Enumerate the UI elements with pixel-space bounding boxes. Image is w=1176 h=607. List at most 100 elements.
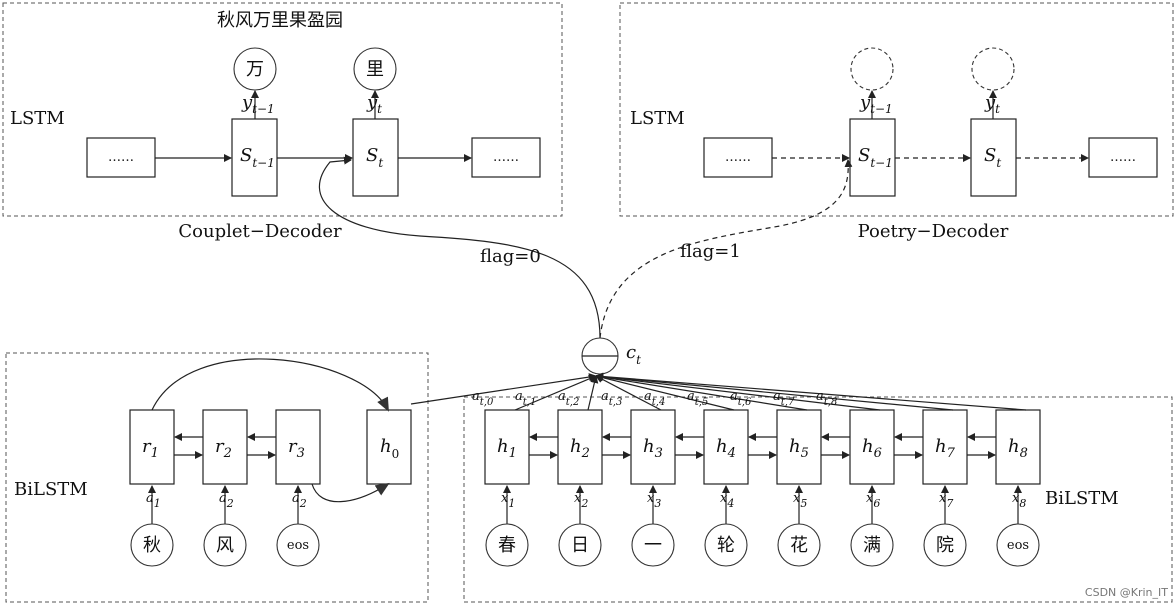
- left-encoder-char: 风: [216, 535, 234, 556]
- couplet-right-ellipsis: ……: [493, 150, 519, 165]
- couplet-output-prev: 万: [246, 59, 264, 80]
- right-encoder-char: 轮: [717, 535, 735, 556]
- couplet-lstm-label: LSTM: [10, 108, 65, 129]
- right-encoder-char: 花: [790, 535, 808, 556]
- flag1-label: flag=1: [680, 241, 741, 262]
- couplet-right-ellipsis-box: [471, 137, 541, 178]
- right-encoder-char: 院: [936, 535, 954, 556]
- right-encoder-input-label: x4: [720, 491, 734, 510]
- flag0-curve: [318, 156, 601, 339]
- poetry-lstm-label: LSTM: [630, 108, 685, 129]
- right-encoder-cell-label: h4: [716, 436, 736, 461]
- left-encoder-cell-label: r3: [288, 436, 305, 461]
- poetry-y-curr: yt: [984, 92, 1000, 116]
- poetry-left-ellipsis-box: [703, 137, 773, 178]
- right-encoder-char-circle: [923, 523, 967, 567]
- left-bilstm-label: BiLSTM: [14, 479, 88, 500]
- right-encoder-char: 满: [863, 535, 881, 556]
- right-encoder-cell-label: h5: [789, 436, 809, 461]
- right-encoder-input-label: x1: [501, 491, 515, 510]
- attention-label: at,0: [472, 389, 494, 408]
- couplet-s-prev: St−1: [240, 145, 275, 170]
- left-encoder-input-label: a1: [146, 491, 161, 510]
- right-encoder-cell-label: h6: [862, 436, 882, 461]
- right-bilstm-label: BiLSTM: [1045, 488, 1119, 509]
- left-encoder-char-circle: [203, 523, 247, 567]
- right-encoder-char: eos: [1007, 538, 1029, 553]
- attention-label: at,1: [515, 389, 536, 408]
- right-encoder-char-circle: [850, 523, 894, 567]
- poetry-right-ellipsis-box: [1088, 137, 1158, 178]
- poetry-y-prev: yt−1: [859, 92, 893, 116]
- left-encoder-cell-label: r2: [215, 436, 232, 461]
- left-encoder-char-circle: [130, 523, 174, 567]
- poetry-right-ellipsis: ……: [1110, 150, 1136, 165]
- attention-label: at,7: [773, 389, 795, 408]
- left-encoder-panel: [5, 352, 429, 603]
- left-encoder-char: eos: [287, 538, 309, 553]
- right-encoder-input-label: x7: [939, 491, 953, 510]
- right-encoder-char: 一: [644, 535, 662, 556]
- right-encoder-cell-label: h3: [643, 436, 663, 461]
- right-encoder-cell-box: [776, 409, 822, 485]
- attention-label: at,5: [687, 389, 708, 408]
- left-encoder-cell-label: r1: [142, 436, 159, 461]
- right-encoder-char: 春: [498, 535, 516, 556]
- poetry-left-ellipsis: ……: [725, 150, 751, 165]
- right-encoder-cell-box: [557, 409, 603, 485]
- couplet-s-curr: St: [366, 145, 383, 170]
- attention-label: at,6: [730, 389, 752, 408]
- right-encoder-cell-label: h2: [570, 436, 590, 461]
- couplet-decoder-panel: [2, 2, 563, 217]
- right-encoder-cell-box: [922, 409, 968, 485]
- attention-line: [410, 373, 597, 405]
- right-encoder-input-label: x3: [647, 491, 661, 510]
- right-encoder-cell-label: h7: [935, 436, 956, 461]
- right-encoder-input-label: x2: [574, 491, 588, 510]
- attention-line: [595, 373, 735, 411]
- h0-box: [366, 409, 412, 485]
- flag1-curve: [599, 159, 853, 339]
- couplet-left-ellipsis: ……: [108, 150, 134, 165]
- couplet-y-curr: yt: [366, 92, 382, 116]
- left-encoder-input-label: a2: [219, 491, 234, 510]
- right-encoder-cell-box: [703, 409, 749, 485]
- attention-label: at,3: [601, 389, 622, 408]
- right-encoder-cell-box: [630, 409, 676, 485]
- poetry-decoder-panel: [619, 2, 1174, 217]
- attention-label: at,8: [816, 389, 837, 408]
- context-label: ct: [626, 342, 641, 367]
- couplet-output-curr: 里: [366, 59, 384, 80]
- right-encoder-char-circle: [631, 523, 675, 567]
- poetry-s-prev: St−1: [858, 145, 893, 170]
- right-encoder-char-circle: [777, 523, 821, 567]
- right-encoder-cells: h1x1春h2x2日h3x3一h4x4轮h5x5花h6x6满h7x7院h8x8e…: [484, 409, 1041, 567]
- poetry-output-prev-circle: [850, 47, 894, 91]
- couplet-s-curr-box: [352, 118, 399, 197]
- attention-line: [587, 375, 599, 411]
- couplet-y-prev: yt−1: [241, 92, 275, 116]
- right-encoder-char-circle: [558, 523, 602, 567]
- right-encoder-cell-box: [484, 409, 530, 485]
- couplet-title: 秋风万里果盈园: [217, 10, 343, 31]
- right-encoder-char-circle: [996, 523, 1040, 567]
- right-encoder-input-label: x5: [793, 491, 807, 510]
- attention-label: at,2: [558, 389, 579, 408]
- left-encoder-cell-box: [275, 409, 321, 485]
- poetry-caption: Poetry−Decoder: [858, 221, 1009, 242]
- right-encoder-cell-label: h8: [1008, 436, 1028, 461]
- right-encoder-char-circle: [485, 523, 529, 567]
- attention-label: at,4: [644, 389, 665, 408]
- right-encoder-cell-box: [849, 409, 895, 485]
- watermark: CSDN @Krin_IT: [1085, 586, 1168, 599]
- right-encoder-char-circle: [704, 523, 748, 567]
- right-encoder-cell-box: [995, 409, 1041, 485]
- h0-bottom-curve: [311, 482, 390, 503]
- poetry-s-curr: St: [984, 145, 1001, 170]
- couplet-left-ellipsis-box: [86, 137, 156, 178]
- right-encoder-cell-label: h1: [497, 436, 517, 461]
- poetry-s-prev-box: [849, 118, 896, 197]
- h0-label: h0: [380, 436, 399, 461]
